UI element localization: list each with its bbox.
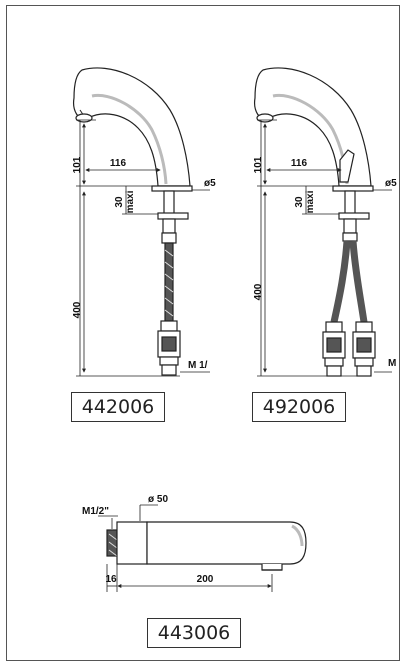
- hose-length-label: 400: [253, 283, 264, 300]
- faucet-492006: [254, 67, 376, 377]
- max-label: maxi: [305, 190, 316, 213]
- base-plate: [151, 185, 193, 192]
- outlet-nozzle: [261, 564, 283, 571]
- max-thickness-label: 30: [114, 196, 125, 208]
- labels-443006: M1/2" ø 50 16 200: [82, 494, 214, 585]
- thread-label: M: [388, 358, 396, 369]
- mixing-lever: [339, 149, 355, 183]
- wall-spout-443006: [106, 521, 307, 571]
- spout-height-label: 101: [72, 156, 83, 173]
- faucet-442006: [73, 67, 193, 376]
- dimensions-442006: [76, 119, 210, 377]
- dimensions-492006: [257, 119, 392, 377]
- spout-height-label: 101: [253, 156, 264, 173]
- offset-label: 16: [105, 574, 117, 585]
- hose-length-label: 400: [72, 301, 83, 318]
- reference-number-492006: 492006: [252, 392, 346, 422]
- spout-body: [73, 67, 191, 187]
- flexible-hose-left: [330, 240, 351, 323]
- flexible-hose-right: [349, 240, 368, 323]
- labels-442006: 101 116 ø5 30 maxi 400 M 1/: [72, 156, 216, 371]
- wall-rosette: [116, 521, 148, 565]
- length-label: 200: [197, 574, 214, 585]
- spout-shading: [91, 93, 168, 185]
- diameter-label: ø 50: [148, 494, 168, 505]
- base-diameter-label: ø5: [385, 178, 397, 189]
- max-label: maxi: [125, 190, 136, 213]
- reach-label: 116: [110, 158, 127, 169]
- reference-number-443006: 443006: [147, 618, 241, 648]
- thread-label: M1/2": [82, 506, 109, 517]
- max-thickness-label: 30: [294, 196, 305, 208]
- thread-label: M 1/: [188, 360, 208, 371]
- spout-tube: [146, 521, 307, 565]
- dimensions-443006: [98, 504, 273, 592]
- labels-492006: 101 116 ø5 30 maxi 400 M: [253, 156, 397, 369]
- reference-number-442006: 442006: [71, 392, 165, 422]
- spout-nozzle: [75, 113, 93, 123]
- reach-label: 116: [291, 158, 308, 169]
- base-diameter-label: ø5: [204, 178, 216, 189]
- sheet-border: [6, 5, 400, 661]
